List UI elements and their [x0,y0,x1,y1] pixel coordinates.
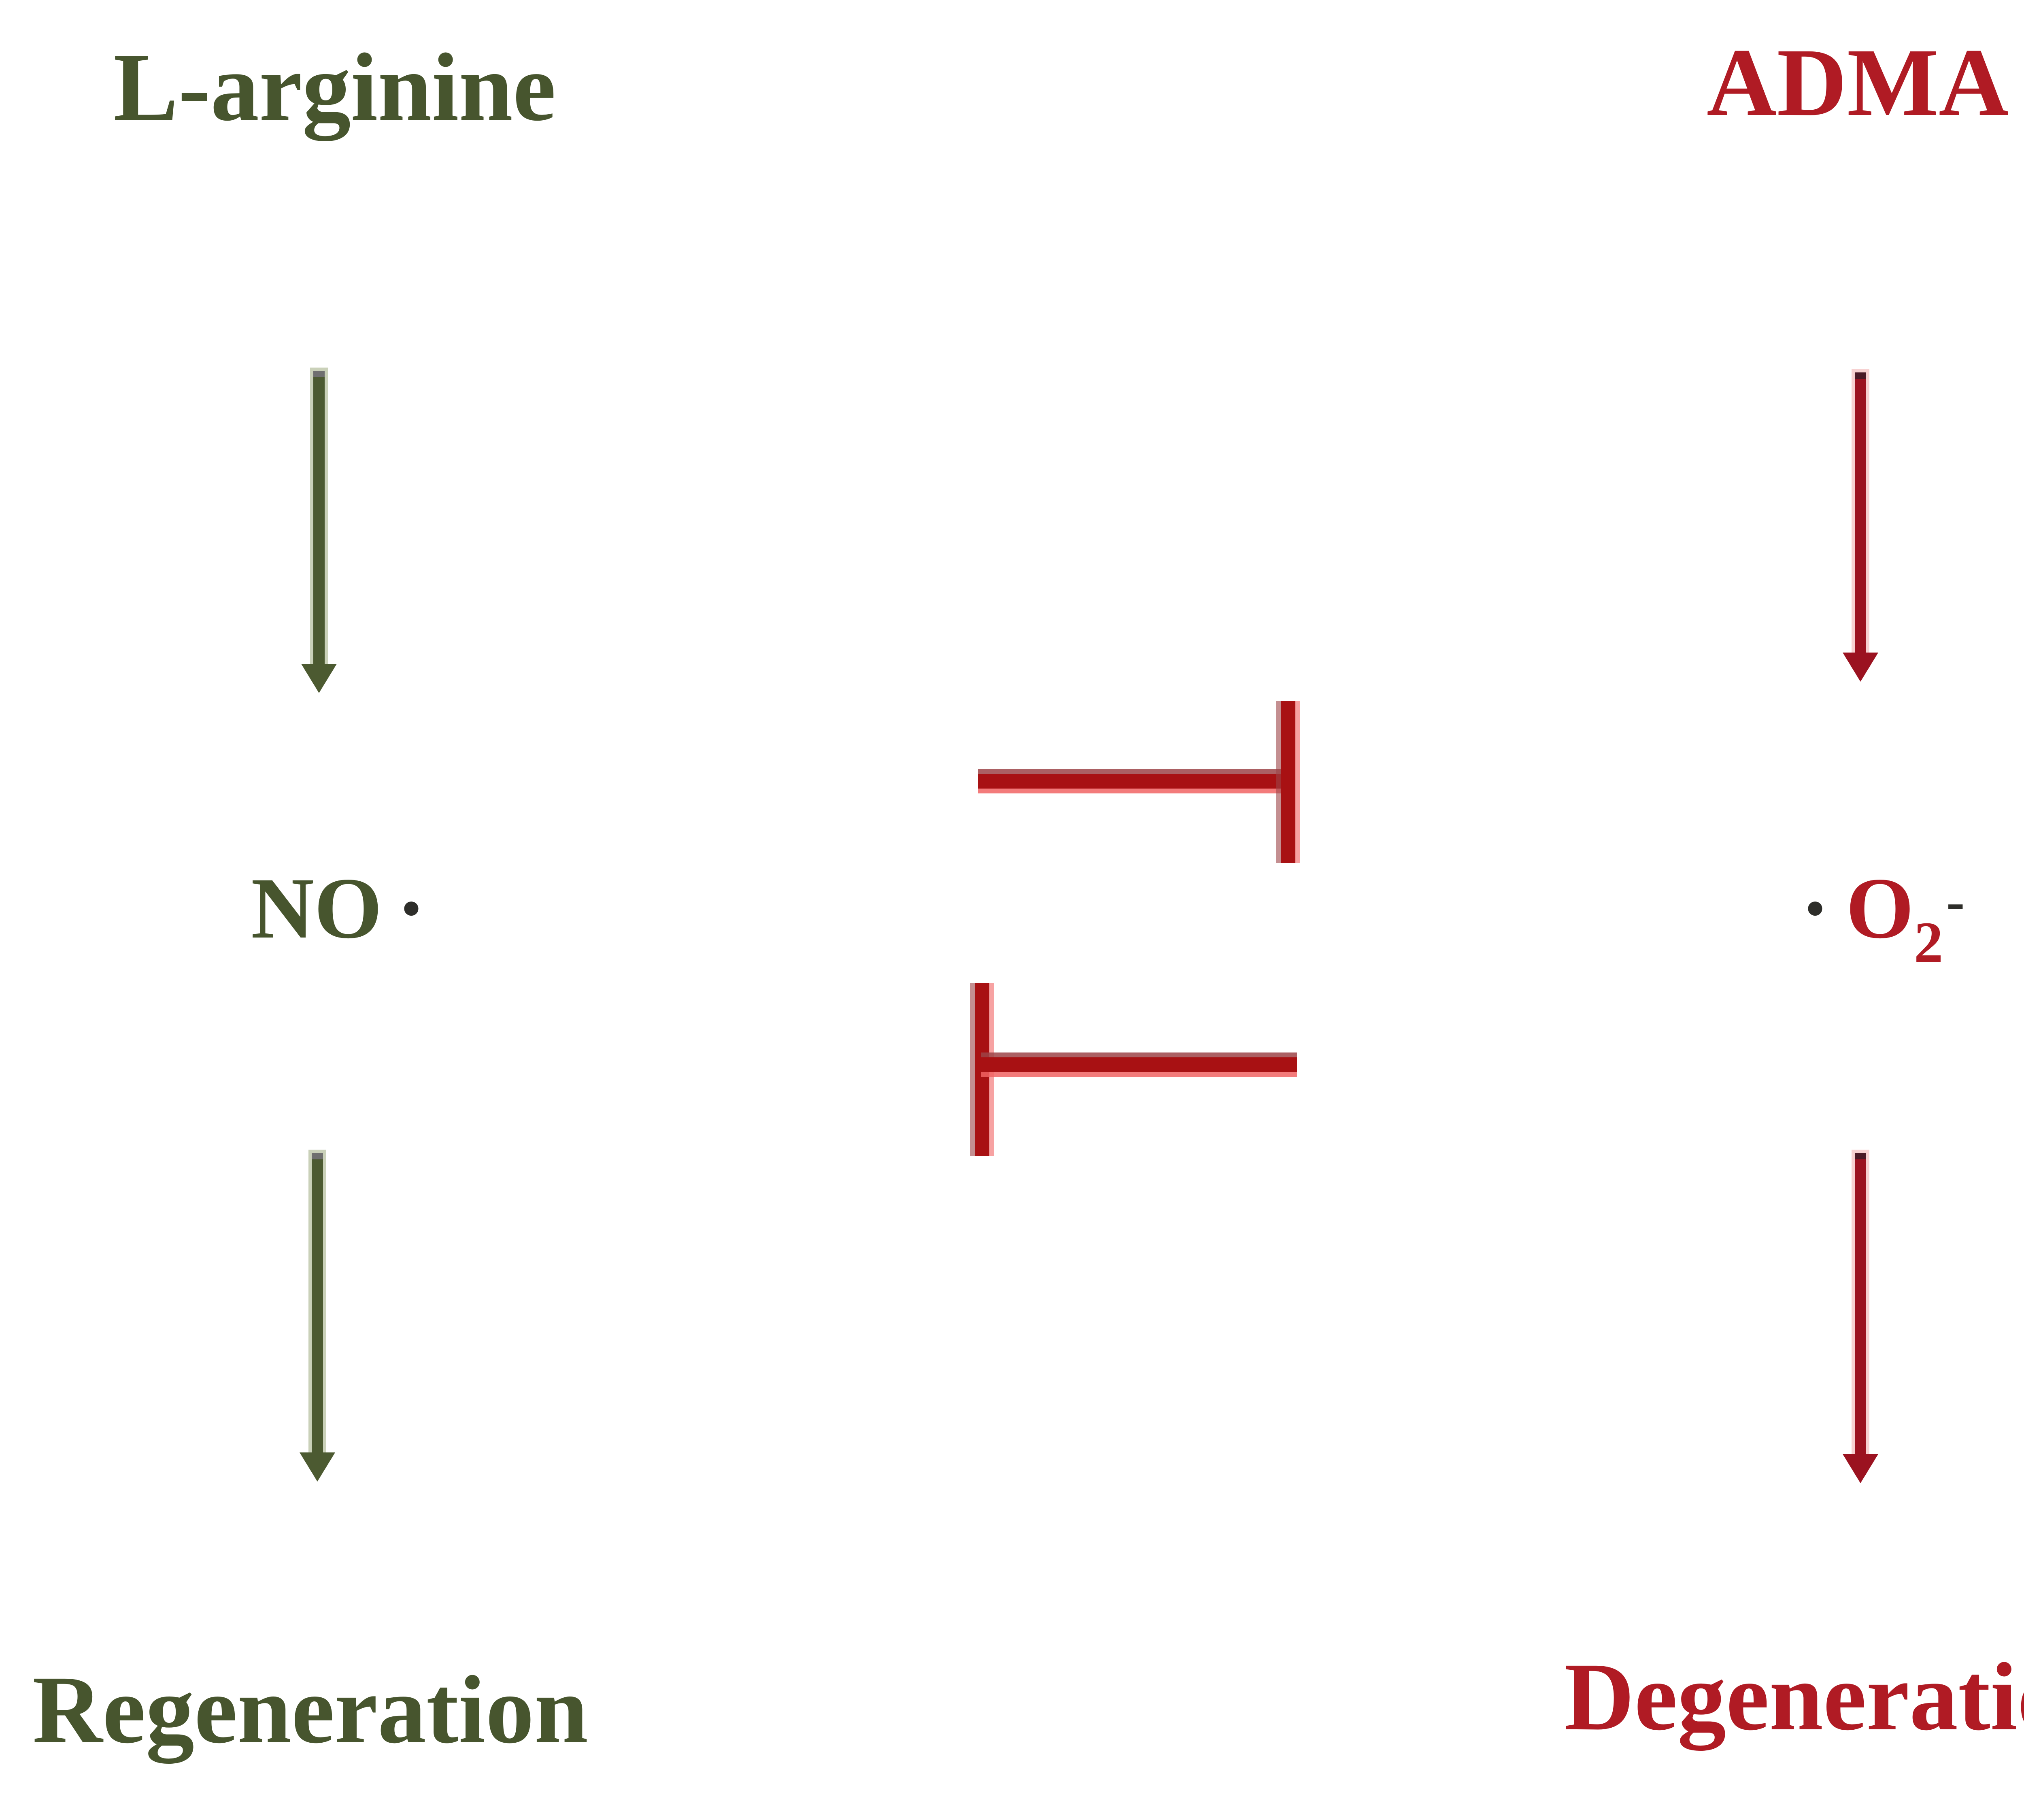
superoxide-o-symbol: O [1846,860,1914,957]
arrowhead-down-icon [300,1452,335,1482]
arrow-top-cap [313,371,325,377]
arrow-no-to-regeneration [300,1153,335,1482]
arrow-stem [1855,1153,1866,1457]
no-radical-dot: · [397,860,426,957]
inhibitor-line [981,1057,1297,1072]
arrow-adma-to-superoxide [1843,372,1878,682]
arrow-top-cap [312,1153,323,1159]
arrow-top-cap [1855,372,1866,379]
inhibitor-superoxide-blocks-no [975,983,1299,1164]
arrow-stem [313,371,325,667]
arrowhead-down-icon [1843,653,1878,682]
superoxide-charge: - [1946,873,1965,933]
inhibitor-line [978,774,1295,789]
inhibitor-tbar-icon [1281,701,1295,863]
arrow-stem [1855,372,1866,656]
arrow-top-cap [1855,1153,1866,1159]
node-no: NO· [251,865,426,952]
arrow-stem [312,1153,323,1456]
superoxide-radical-dot: · [1801,860,1830,957]
node-l-arginine: L-arginine [113,34,556,141]
arrow-superoxide-to-degeneration [1843,1153,1878,1483]
superoxide-subscript: 2 [1914,910,1943,975]
node-superoxide: ·O2- [1801,865,1965,972]
node-regeneration: Regeneration [32,1656,588,1763]
node-adma: ADMA [1707,29,2009,136]
inhibitor-no-blocks-superoxide [978,701,1302,879]
arrow-l-arginine-to-no [301,371,337,693]
no-symbol: NO [251,860,382,957]
arrowhead-down-icon [1843,1454,1878,1483]
node-degeneration: Degeneration [1564,1644,2024,1750]
arrowhead-down-icon [301,664,337,693]
